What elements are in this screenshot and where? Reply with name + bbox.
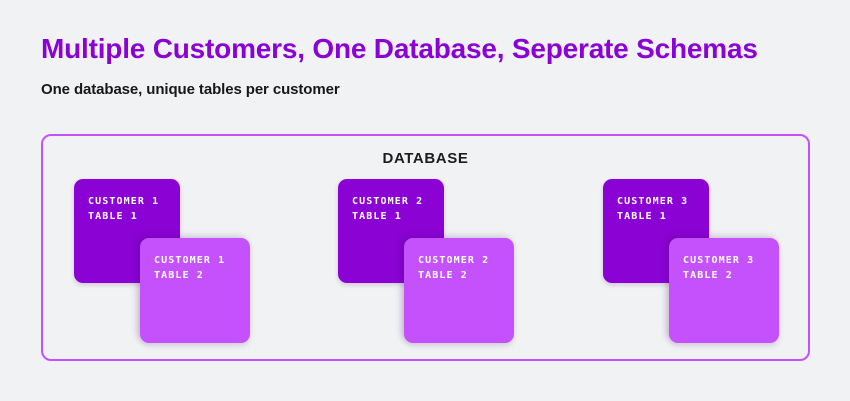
customer-1-table-2-line1: CUSTOMER 1 — [154, 255, 226, 266]
customer-1-table-2-card[interactable]: CUSTOMER 1 TABLE 2 — [140, 238, 250, 343]
database-label: DATABASE — [382, 150, 469, 167]
customer-1-table-1-card[interactable]: CUSTOMER 1 TABLE 1 — [74, 179, 180, 283]
customer-group-2: CUSTOMER 2 TABLE 1 CUSTOMER 2 TABLE 2 — [338, 179, 548, 349]
customer-3-table-1-line1: CUSTOMER 3 — [617, 196, 689, 207]
page-subtitle: One database, unique tables per customer — [41, 81, 340, 98]
customer-3-table-1-line2: TABLE 1 — [617, 211, 667, 222]
customer-3-table-2-card[interactable]: CUSTOMER 3 TABLE 2 — [669, 238, 779, 343]
customer-3-table-2-line2: TABLE 2 — [683, 270, 733, 281]
customer-2-table-1-line1: CUSTOMER 2 — [352, 196, 424, 207]
customer-group-1: CUSTOMER 1 TABLE 1 CUSTOMER 1 TABLE 2 — [74, 179, 284, 349]
customer-2-table-2-line1: CUSTOMER 2 — [418, 255, 490, 266]
database-container: DATABASE CUSTOMER 1 TABLE 1 CUSTOMER 1 T… — [41, 134, 810, 361]
customer-2-table-2-card[interactable]: CUSTOMER 2 TABLE 2 — [404, 238, 514, 343]
customer-1-table-1-line1: CUSTOMER 1 — [88, 196, 160, 207]
customer-1-table-1-line2: TABLE 1 — [88, 211, 138, 222]
customer-3-table-2-line1: CUSTOMER 3 — [683, 255, 755, 266]
page-title: Multiple Customers, One Database, Sepera… — [41, 33, 758, 64]
customer-2-table-2-line2: TABLE 2 — [418, 270, 468, 281]
customer-2-table-1-line2: TABLE 1 — [352, 211, 402, 222]
customer-group-3: CUSTOMER 3 TABLE 1 CUSTOMER 3 TABLE 2 — [603, 179, 813, 349]
customer-1-table-2-line2: TABLE 2 — [154, 270, 204, 281]
